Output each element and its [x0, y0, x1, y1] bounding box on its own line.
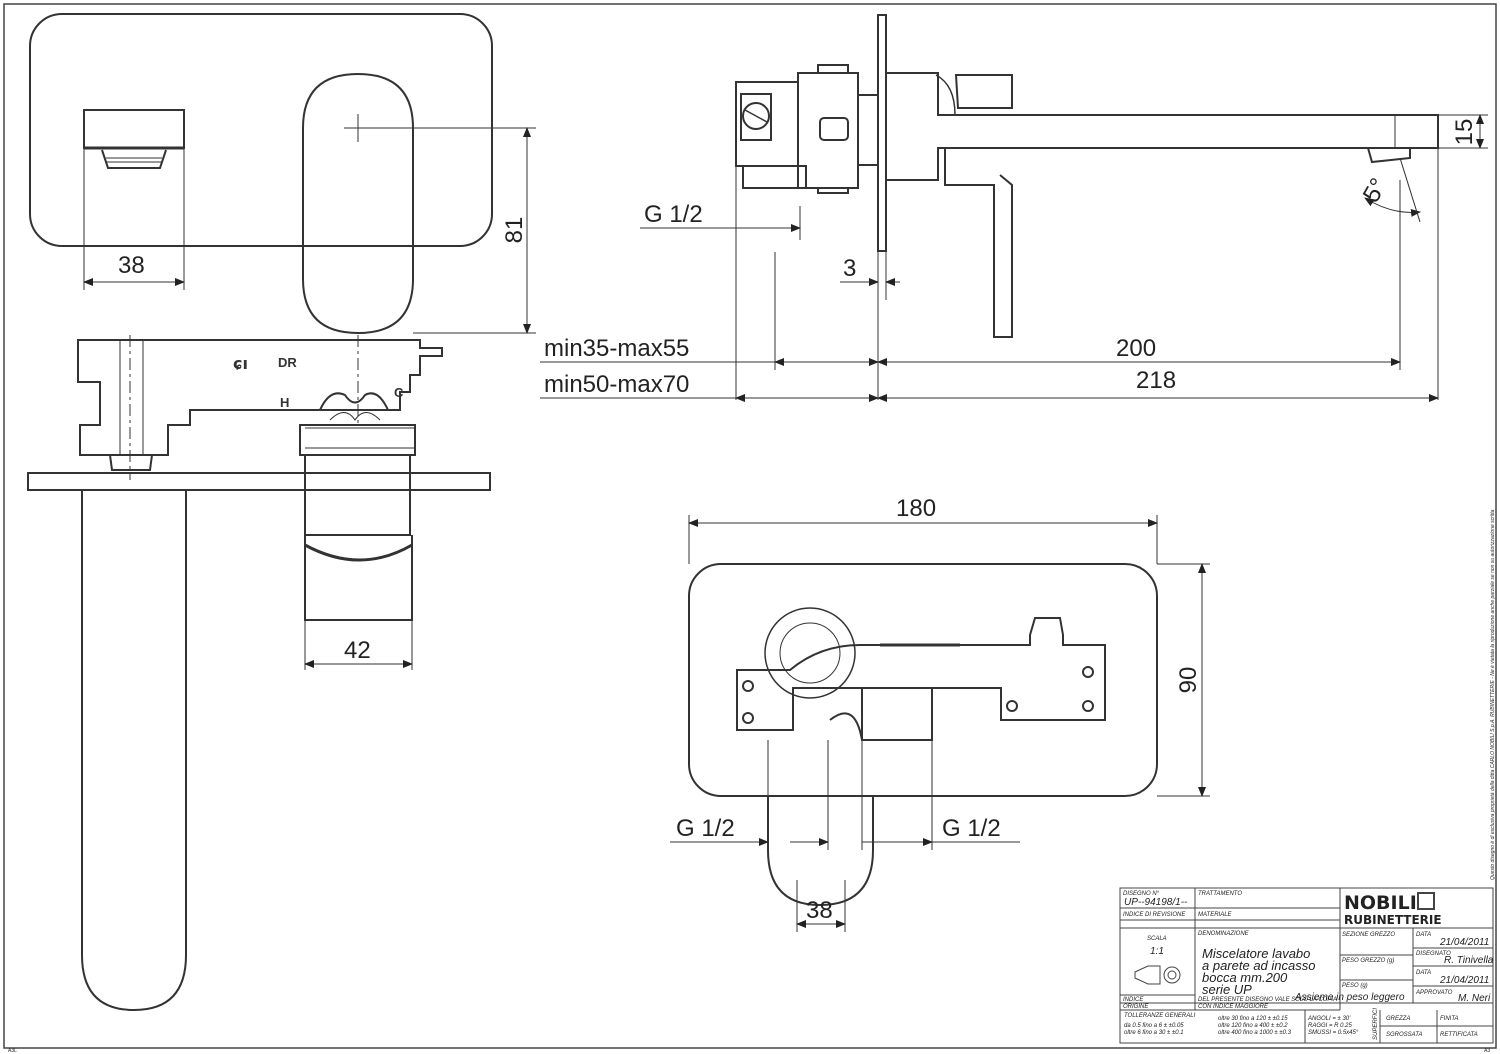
- tb-assembly-note: Assieme in peso leggero: [1294, 992, 1405, 1003]
- dim-38-top: 38: [118, 252, 145, 279]
- brand-mark-plan: ɕı: [233, 354, 248, 373]
- tb-date-2: 21/04/2011: [1439, 975, 1489, 986]
- tb-copy-note-1: DEL PRESENTE DISEGNO VALE SOLO LA COPIA: [1198, 997, 1337, 1003]
- bottom-code: A3L: [8, 1048, 17, 1054]
- tb-raw: GREZZA: [1386, 1016, 1410, 1022]
- dim-180: 180: [896, 495, 936, 522]
- tb-description-2: a parete ad incasso: [1202, 958, 1315, 973]
- tb-date-label-1: DATA: [1416, 932, 1431, 938]
- tb-approved-by: M. Neri: [1458, 993, 1491, 1004]
- tb-treatment-label: TRATTAMENTO: [1198, 891, 1242, 897]
- tb-angles: ANGOLI = ± 30': [1307, 1016, 1351, 1022]
- tb-drawn-label: DISEGNATO: [1416, 951, 1451, 957]
- tb-tol-4: oltre 120 fino a 400 ± ±0.2: [1218, 1023, 1288, 1029]
- tb-raw-weight-label: PESO GREZZO (g): [1342, 958, 1394, 964]
- tb-weight-label: PESO (g): [1342, 983, 1368, 989]
- side-dim-lines: [540, 114, 1488, 402]
- tb-surface-label: SUPERFICI: [1373, 1008, 1379, 1040]
- dim-38-bottom: 38: [806, 897, 833, 924]
- tb-origin-label: ORIGINE: [1123, 1004, 1149, 1010]
- marking-h: H: [280, 395, 289, 410]
- tb-copy-note-2: CON INDICE MAGGIORE: [1198, 1004, 1269, 1010]
- tb-description-1: Miscelatore lavabo: [1202, 946, 1310, 961]
- dim-3: 3: [843, 255, 856, 282]
- tb-date-1: 21/04/2011: [1439, 937, 1489, 948]
- front-view: [29, 13, 493, 335]
- tb-index-label: INDICE: [1123, 997, 1144, 1003]
- dim-42: 42: [344, 637, 371, 664]
- marking-dr: DR: [278, 355, 297, 370]
- dim-angle-5: 5°: [1358, 174, 1393, 207]
- dim-g12-left: G 1/2: [676, 815, 735, 842]
- tb-tol-1: da 0.5 fino a 6 ± ±0.05: [1124, 1023, 1184, 1029]
- tb-name-label: DENOMINAZIONE: [1198, 931, 1250, 937]
- tb-raw-section-label: SEZIONE GREZZO: [1342, 932, 1395, 938]
- tb-radii: RAGGI = R 0.25: [1308, 1023, 1353, 1029]
- tb-drawn-by: R. Tinivella: [1444, 955, 1494, 966]
- tb-date-label-2: DATA: [1416, 970, 1431, 976]
- dim-200: 200: [1116, 335, 1156, 362]
- rear-dim-lines: [670, 515, 1210, 932]
- tb-finished: FINITA: [1440, 1016, 1459, 1022]
- dim-81: 81: [501, 217, 528, 244]
- title-block: [1119, 887, 1494, 1044]
- dim-g12-right: G 1/2: [942, 815, 1001, 842]
- tb-scale: 1:1: [1150, 946, 1164, 957]
- dim-90: 90: [1175, 667, 1202, 694]
- marking-c: C: [394, 385, 404, 400]
- corner-code: A3: [1484, 1048, 1490, 1054]
- tb-approved-label: APPROVATO: [1415, 990, 1453, 996]
- title-block-text: DISEGNO N° UP--94198/1-- TRATTAMENTO IND…: [1123, 891, 1494, 1040]
- tb-tol-2: oltre 6 fino a 30 ± ±0.1: [1124, 1030, 1184, 1036]
- dim-15: 15: [1451, 119, 1478, 146]
- tb-scale-label: SCALA: [1147, 936, 1167, 942]
- tb-drawing-no: UP--94198/1--: [1124, 897, 1188, 908]
- tb-material-label: MATERIALE: [1198, 912, 1233, 918]
- rear-view: [688, 563, 1158, 907]
- dim-min35max55: min35-max55: [544, 335, 689, 362]
- side-view: [735, 14, 1439, 400]
- plan-view: [27, 335, 491, 1012]
- sheet-border: [3, 3, 1497, 1049]
- side-note: Questo disegno è di esclusiva proprietà …: [1490, 509, 1496, 880]
- tb-ground: RETTIFICATA: [1440, 1032, 1478, 1038]
- tb-rough-cut: SGROSSATA: [1386, 1032, 1422, 1038]
- dim-min50max70: min50-max70: [544, 371, 689, 398]
- tb-brand-sub: RUBINETTERIE: [1344, 913, 1442, 927]
- tb-tol-3: oltre 30 fino a 120 ± ±0.15: [1218, 1016, 1288, 1022]
- tb-tol-5: oltre 400 fino a 1000 ± ±0.3: [1218, 1030, 1292, 1036]
- dim-218: 218: [1136, 367, 1176, 394]
- tb-description-4: serie UP: [1202, 982, 1252, 997]
- dim-81-lines: [83, 127, 536, 334]
- tb-brand: NOBILI: [1344, 892, 1417, 914]
- tb-drawing-no-label: DISEGNO N°: [1123, 891, 1160, 897]
- tb-tolerances-label: TOLLERANZE GENERALI: [1124, 1013, 1196, 1019]
- tb-revision-label: INDICE DI REVISIONE: [1123, 912, 1186, 918]
- dim-g12-side: G 1/2: [644, 201, 703, 228]
- tb-edges: SMUSSI = 0.5x45°: [1308, 1030, 1359, 1036]
- tb-description-3: bocca mm.200: [1202, 970, 1288, 985]
- dim-42-lines: [304, 620, 413, 670]
